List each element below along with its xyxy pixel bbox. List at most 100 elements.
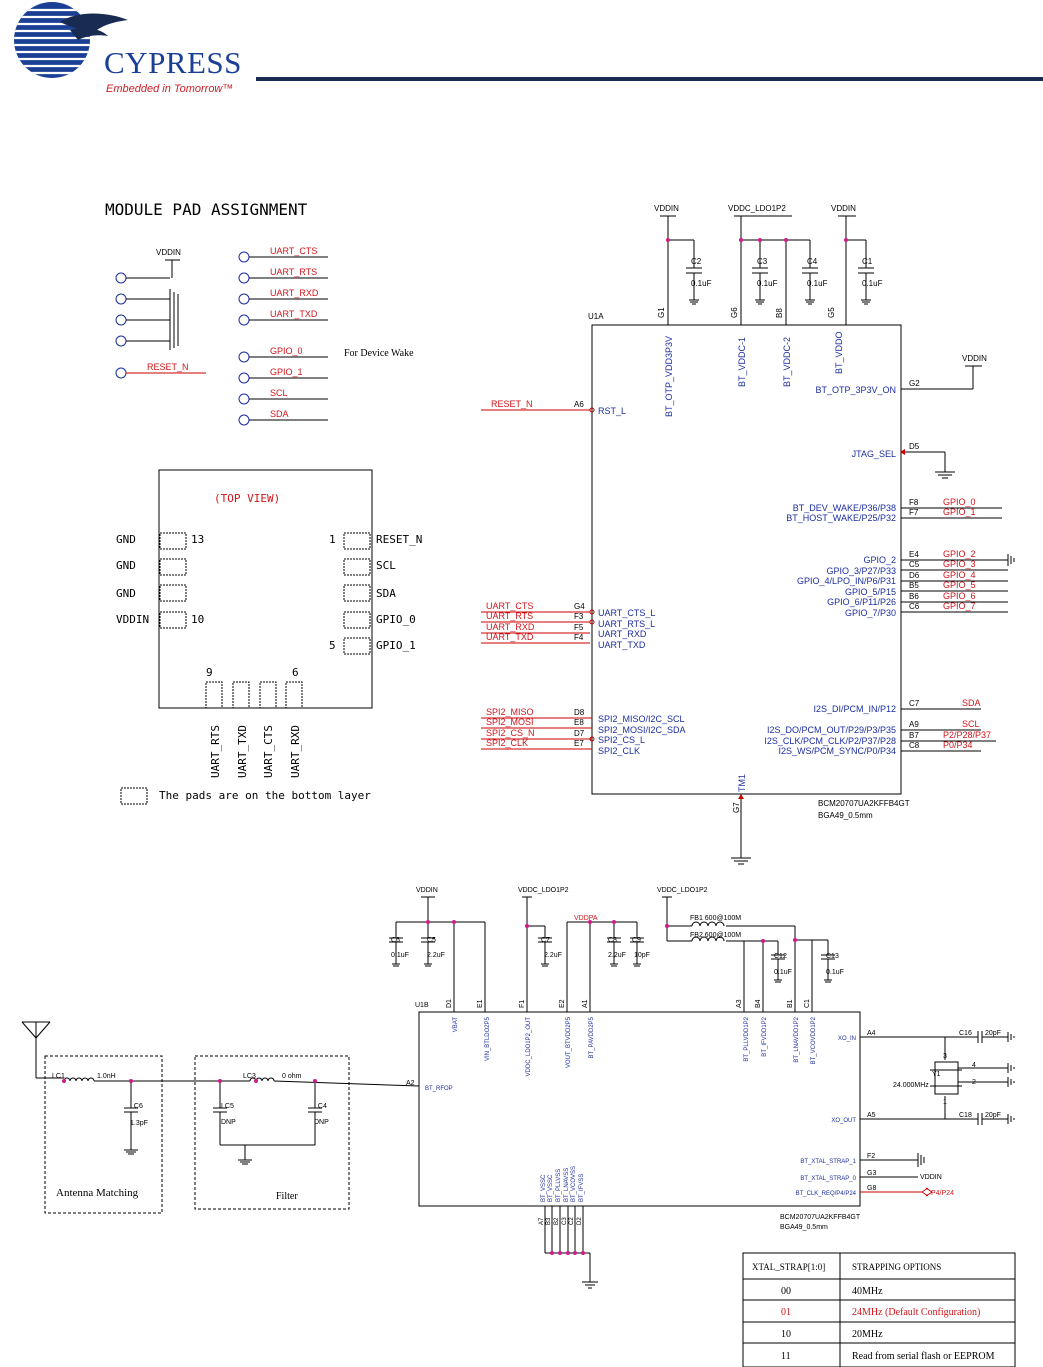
svg-text:UART_RTS_L: UART_RTS_L [598, 619, 655, 629]
header-rule [256, 77, 1043, 81]
svg-text:BT_VSSC: BT_VSSC [548, 1174, 554, 1202]
svg-text:C16: C16 [959, 1030, 972, 1037]
filter-box [194, 1055, 350, 1210]
svg-text:F3: F3 [574, 612, 584, 621]
svg-text:JTAG_SEL: JTAG_SEL [852, 449, 896, 459]
svg-text:XO_OUT: XO_OUT [831, 1118, 856, 1124]
svg-text:F1: F1 [519, 1000, 526, 1008]
u1a-left-wires [481, 409, 592, 750]
table-row: 20MHz [852, 1329, 883, 1340]
svg-text:RESET_N: RESET_N [376, 533, 422, 546]
svg-text:10pF: 10pF [634, 952, 650, 959]
table-row: Read from serial flash or EEPROM [852, 1351, 995, 1362]
svg-text:BT_VCOVSS: BT_VCOVSS [571, 1166, 577, 1202]
svg-text:C12: C12 [774, 953, 787, 960]
svg-text:B5: B5 [909, 581, 919, 590]
svg-text:SPI2_MOSI/I2C_SDA: SPI2_MOSI/I2C_SDA [598, 725, 686, 735]
svg-text:BT_IFVSS: BT_IFVSS [579, 1174, 585, 1202]
u1b-clk-net: P4/P24 [931, 1190, 954, 1197]
svg-text:A4: A4 [867, 1030, 876, 1037]
u1b-rfop-name: BT_RFOP [425, 1086, 453, 1092]
svg-text:B1: B1 [787, 999, 794, 1008]
svg-text:C8: C8 [608, 937, 617, 944]
svg-text:0.1uF: 0.1uF [757, 279, 778, 288]
svg-text:GPIO_5: GPIO_5 [943, 580, 976, 590]
svg-text:BT_VSSC: BT_VSSC [541, 1174, 547, 1202]
svg-text:UART_CTS: UART_CTS [262, 725, 275, 778]
u1a-left-pin-names: RST_L UART_CTS_L UART_RTS_L UART_RXD UAR… [598, 406, 686, 756]
svg-text:A7: A7 [539, 1217, 545, 1225]
svg-text:D5: D5 [909, 442, 920, 451]
svg-text:UART_CTS_L: UART_CTS_L [598, 608, 655, 618]
svg-text:FB1 600@100M: FB1 600@100M [690, 915, 741, 922]
table-row: 11 [781, 1351, 791, 1362]
svg-text:C5: C5 [909, 560, 920, 569]
u1b-g3-rail: VDDIN [920, 1174, 942, 1181]
svg-text:B7: B7 [909, 731, 919, 740]
svg-text:VOUT_BTVDD2P5: VOUT_BTVDD2P5 [566, 1016, 572, 1068]
svg-text:SPI2_MISO/I2C_SCL: SPI2_MISO/I2C_SCL [598, 714, 685, 724]
svg-text:G5: G5 [827, 307, 836, 318]
pad-legend-text: The pads are on the bottom layer [159, 789, 371, 802]
svg-text:VBAT: VBAT [453, 1017, 459, 1033]
svg-text:UART_RTS: UART_RTS [209, 725, 222, 778]
svg-text:BT_XTAL_STRAP_1: BT_XTAL_STRAP_1 [800, 1159, 856, 1165]
table-row: 01 [781, 1307, 791, 1318]
svg-text:SPI2_CLK: SPI2_CLK [598, 746, 640, 756]
u1a-right-nets: GPIO_0 GPIO_1 GPIO_2 GPIO_3 GPIO_4 GPIO_… [943, 497, 991, 750]
svg-text:BT_PAVDD2P5: BT_PAVDD2P5 [589, 1016, 595, 1058]
svg-text:BT_VDDC-1: BT_VDDC-1 [737, 337, 747, 387]
svg-text:4: 4 [972, 1062, 976, 1069]
svg-text:UART_TXD: UART_TXD [598, 640, 646, 650]
svg-text:LC3: LC3 [243, 1073, 256, 1080]
svg-text:GPIO_6: GPIO_6 [943, 591, 976, 601]
u1b-part: BCM20707UA2KFFB4GT [780, 1214, 861, 1221]
svg-text:GPIO_3/P27/P33: GPIO_3/P27/P33 [826, 566, 896, 576]
svg-text:1.3pF: 1.3pF [130, 1120, 148, 1127]
svg-text:C7: C7 [909, 699, 920, 708]
svg-text:UART_RXD: UART_RXD [486, 622, 535, 632]
svg-text:B4: B4 [755, 999, 762, 1008]
svg-text:F4: F4 [574, 633, 584, 642]
svg-text:I2S_CLK/PCM_CLK/P2/P37/P28: I2S_CLK/PCM_CLK/P2/P37/P28 [764, 736, 896, 746]
svg-text:C3: C3 [562, 1217, 568, 1225]
svg-text:BT_DEV_WAKE/P36/P38: BT_DEV_WAKE/P36/P38 [793, 503, 896, 513]
svg-text:BT_VDDC-2: BT_VDDC-2 [782, 337, 792, 387]
svg-text:GPIO_0: GPIO_0 [376, 613, 416, 626]
svg-text:I2S_DO/PCM_OUT/P29/P3/P35: I2S_DO/PCM_OUT/P29/P3/P35 [767, 725, 896, 735]
legend-pad [120, 787, 148, 805]
u1a-left-nums: A6 G4 F3 F5 F4 D8 E8 D7 E7 [574, 400, 585, 748]
svg-text:F7: F7 [909, 508, 919, 517]
svg-text:VDDIN: VDDIN [416, 887, 438, 894]
svg-text:SPI2_MOSI: SPI2_MOSI [486, 717, 534, 727]
svg-text:C2: C2 [691, 257, 702, 266]
device-wake-note: For Device Wake [344, 348, 414, 359]
u1b-bottom-junctions [550, 1251, 585, 1255]
vddpa-net: VDDPA [574, 915, 598, 922]
ferrite-labels: FB1 600@100M FB2 600@100M [690, 915, 741, 939]
svg-text:2.2uF: 2.2uF [608, 952, 626, 959]
svg-text:0.1uF: 0.1uF [826, 969, 844, 976]
svg-text:G4: G4 [574, 602, 585, 611]
svg-text:GPIO_6/P11/P26: GPIO_6/P11/P26 [827, 597, 896, 607]
svg-text:GPIO_7: GPIO_7 [943, 601, 976, 611]
svg-text:GPIO_0: GPIO_0 [943, 497, 976, 507]
u1b-right-nums: A4 A5 F2 G3 G8 [867, 1030, 876, 1192]
svg-text:5: 5 [329, 639, 336, 652]
svg-text:F5: F5 [574, 623, 584, 632]
svg-text:LC4: LC4 [314, 1103, 327, 1110]
u1a-package: BGA49_0.5mm [818, 811, 873, 820]
u1a-right-nums: G2 D5 F8 F7 E4 C5 D6 B5 B6 C6 C7 A9 B7 C… [909, 379, 920, 750]
svg-text:SDA: SDA [962, 698, 981, 708]
brand-tagline: Embedded in Tomorrow™ [106, 83, 233, 95]
svg-text:BT_LNAVSS: BT_LNAVSS [564, 1168, 570, 1202]
svg-text:E8: E8 [574, 718, 584, 727]
u1b-top-pin-names: VBAT VIN_BTLDO2P5 VDDC_LDO1P2_OUT VOUT_B… [453, 1016, 817, 1076]
cypress-logo [14, 2, 128, 78]
svg-text:C1: C1 [804, 999, 811, 1008]
svg-text:UART_TXD: UART_TXD [236, 725, 249, 778]
svg-text:0.1uF: 0.1uF [862, 279, 883, 288]
svg-text:SCL: SCL [376, 559, 396, 572]
